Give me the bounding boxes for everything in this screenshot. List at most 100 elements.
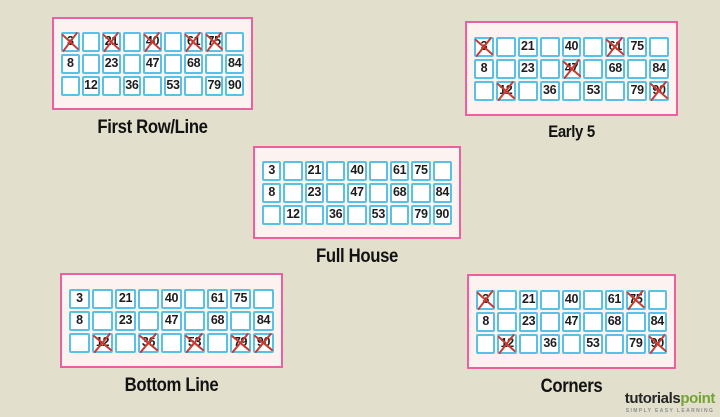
cell-number: 21 [307,163,322,178]
cell-number: 90 [256,335,271,350]
ticket-cell-empty [497,311,517,332]
pattern-label: Early 5 [548,122,595,141]
ticket-cell-empty [561,80,582,101]
ticket-cell-empty [604,333,625,354]
ticket-cell-number: 75 [411,160,431,181]
ticket-cell-number: 36 [540,333,560,354]
ticket-cell-number: 40 [161,288,182,309]
ticket-cell-number: 84 [647,311,667,332]
ticket-cell-number: 53 [163,75,183,96]
cell-number: 68 [186,56,201,71]
ticket-cell-number: 8 [69,310,90,331]
ticket-cell-number: 53 [368,204,388,225]
ticket-cell-number: 36 [326,204,346,225]
ticket-cell-number: 3 [69,288,90,309]
cell-number: 21 [521,292,536,307]
cell-number: 90 [650,336,665,351]
ticket-cell-number: 21 [517,36,538,57]
cell-number: 40 [145,34,160,49]
ticket-cell-number: 21 [102,31,121,52]
ticket-cell-number: 61 [605,36,626,57]
ticket-cell-empty [540,289,560,310]
ticket-cell-empty [207,332,228,353]
ticket-cell-empty [92,310,113,331]
cell-number: 68 [607,314,622,329]
ticket-cell-number: 79 [411,204,431,225]
ticket-cell-number: 68 [604,311,625,332]
cell-number: 53 [166,78,180,93]
cell-number: 84 [256,313,271,328]
ticket-cell-number: 84 [225,53,244,74]
ticket-cell-empty [283,160,303,181]
ticket-cell-empty [390,204,410,225]
ticket-cell-number: 61 [604,289,625,310]
ticket-cell-empty [283,182,303,203]
cell-number: 12 [499,83,513,98]
ticket-cell-empty [368,182,388,203]
cell-number: 3 [268,163,275,178]
ticket-cell-number: 47 [161,310,182,331]
ticket-cell-number: 23 [304,182,324,203]
tutorialspoint-logo: tutorialspoint SIMPLY EASY LEARNING [624,390,716,414]
cell-number: 53 [586,83,601,98]
cell-number: 68 [210,313,225,328]
ticket-cell-empty [476,333,496,354]
ticket-cell-empty [474,80,494,101]
cell-number: 36 [542,83,557,98]
ticket-cell-number: 79 [627,80,648,101]
cell-number: 3 [482,292,490,307]
cell-number: 75 [630,39,645,54]
ticket-cell-empty [495,58,516,79]
cell-number: 40 [564,39,579,54]
cell-number: 47 [164,313,179,328]
ticket-cell-empty [122,31,142,52]
ticket-cell-empty [517,80,538,101]
logo-brand-text: tutorialspoint [624,390,716,408]
ticket-cell-number: 36 [122,75,142,96]
logo-text-tutorials: tutorials [624,390,681,408]
cell-number: 12 [500,336,515,351]
cell-number: 36 [543,336,557,351]
ticket-cell-number: 40 [561,289,582,310]
ticket-cell-empty [583,311,603,332]
ticket-cell-empty [605,80,626,101]
cell-number: 3 [480,39,488,54]
ticket-cell-empty [539,58,560,79]
ticket-cell-number: 75 [627,36,648,57]
cell-number: 79 [233,335,248,350]
ticket-cell-number: 12 [497,333,517,354]
ticket-cell-number: 90 [253,332,274,353]
cell-number: 23 [521,314,536,329]
logo-text-point: point [680,390,715,408]
ticket-cell-empty [561,333,582,354]
ticket-cell-empty [432,160,452,181]
ticket-cell-empty [122,53,142,74]
cell-number: 75 [207,34,222,49]
ticket-cell-number: 90 [647,333,667,354]
cell-number: 84 [650,314,665,329]
cell-number: 61 [393,163,407,178]
cell-number: 36 [329,207,343,222]
cell-number: 90 [228,78,242,93]
ticket-cell-empty [102,75,121,96]
ticket-cell-empty [411,182,431,203]
ticket-cell-number: 23 [517,58,538,79]
cell-number: 12 [95,335,110,350]
cell-number: 8 [76,313,83,328]
cell-number: 53 [187,335,202,350]
ticket-cell-number: 90 [432,204,452,225]
ticket-cell-empty [518,333,539,354]
ticket-cell-number: 12 [92,332,113,353]
ticket-cell-number: 61 [390,160,410,181]
ticket-cell-empty [163,53,183,74]
